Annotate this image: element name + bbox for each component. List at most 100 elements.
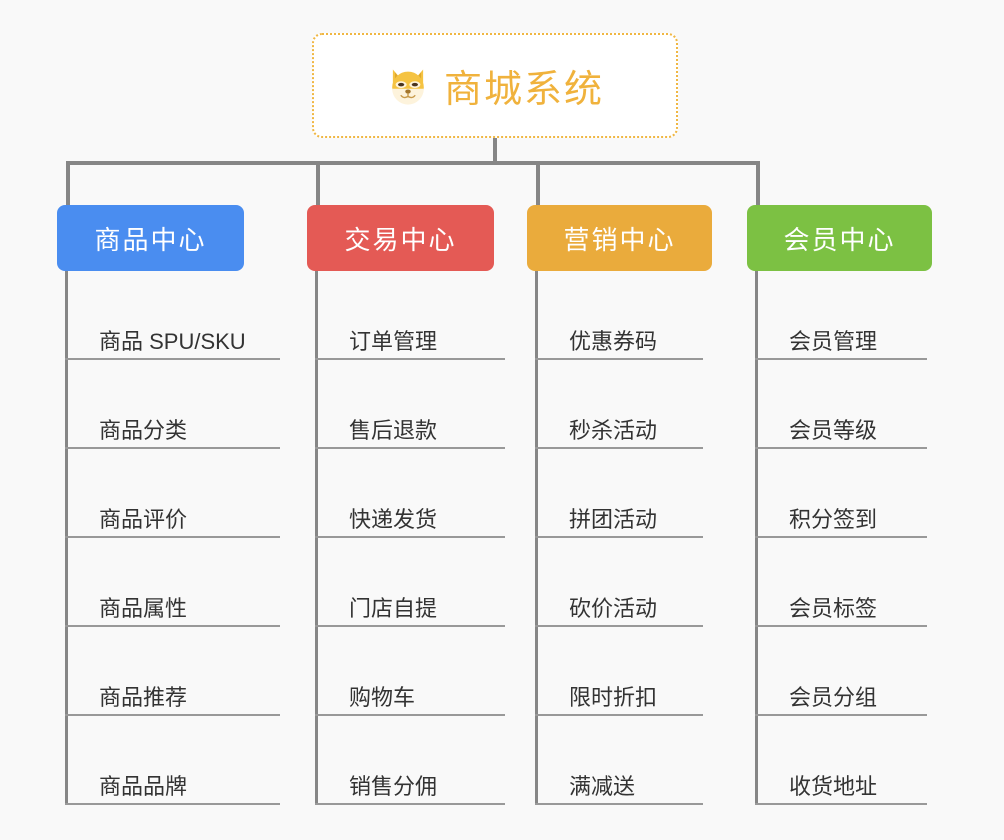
leaf-item[interactable]: 商品属性	[57, 538, 280, 627]
leaf-underline	[65, 803, 280, 805]
leaf-list-1: 商品 SPU/SKU 商品分类 商品评价 商品属性 商品推荐 商品品牌	[57, 271, 280, 805]
leaf-item[interactable]: 销售分佣	[307, 716, 505, 805]
leaf-item[interactable]: 秒杀活动	[527, 360, 712, 449]
leaf-spine-3	[535, 271, 538, 805]
leaf-underline	[755, 536, 927, 538]
leaf-label: 商品品牌	[99, 773, 188, 799]
root-node[interactable]: 商城系统	[312, 33, 678, 138]
leaf-underline	[755, 803, 927, 805]
dog-face-icon	[386, 64, 430, 108]
leaf-label: 门店自提	[349, 595, 438, 621]
leaf-label: 收货地址	[789, 773, 878, 799]
trunk-connector	[493, 138, 497, 164]
leaf-item[interactable]: 会员分组	[747, 627, 932, 716]
leaf-item[interactable]: 积分签到	[747, 449, 932, 538]
leaf-item[interactable]: 限时折扣	[527, 627, 712, 716]
branch-label-3: 营销中心	[563, 224, 676, 255]
leaf-underline	[535, 358, 703, 360]
leaf-label: 秒杀活动	[569, 417, 658, 443]
leaf-item[interactable]: 快递发货	[307, 449, 505, 538]
leaf-underline	[535, 803, 703, 805]
leaf-underline	[755, 625, 927, 627]
branch-header-3[interactable]: 营销中心	[527, 205, 712, 271]
leaf-list-2: 订单管理 售后退款 快递发货 门店自提 购物车 销售分佣	[307, 271, 505, 805]
leaf-label: 拼团活动	[569, 506, 658, 532]
leaf-item[interactable]: 商品品牌	[57, 716, 280, 805]
leaf-underline	[535, 714, 703, 716]
leaf-label: 售后退款	[349, 417, 438, 443]
leaf-underline	[755, 447, 927, 449]
drop-connector-2	[316, 161, 320, 205]
branch-header-1[interactable]: 商品中心	[57, 205, 244, 271]
leaf-underline	[315, 447, 505, 449]
leaf-item[interactable]: 商品推荐	[57, 627, 280, 716]
leaf-spine-1	[65, 271, 68, 805]
leaf-item[interactable]: 商品分类	[57, 360, 280, 449]
leaf-label: 快递发货	[349, 506, 438, 532]
leaf-label: 限时折扣	[569, 684, 658, 710]
branch-column-1: 商品中心 商品 SPU/SKU 商品分类 商品评价 商品属性 商品推荐	[57, 205, 280, 805]
leaf-underline	[535, 625, 703, 627]
leaf-spine-4	[755, 271, 758, 805]
leaf-label: 商品评价	[99, 506, 188, 532]
leaf-item[interactable]: 会员管理	[747, 271, 932, 360]
leaf-label: 订单管理	[349, 328, 438, 354]
leaf-label: 满减送	[569, 773, 636, 799]
leaf-underline	[535, 536, 703, 538]
leaf-item[interactable]: 购物车	[307, 627, 505, 716]
leaf-item[interactable]: 收货地址	[747, 716, 932, 805]
leaf-label: 积分签到	[789, 506, 878, 532]
leaf-item[interactable]: 砍价活动	[527, 538, 712, 627]
leaf-item[interactable]: 会员等级	[747, 360, 932, 449]
leaf-underline	[65, 536, 280, 538]
drop-connector-3	[536, 161, 540, 205]
leaf-label: 会员分组	[789, 684, 878, 710]
leaf-item[interactable]: 会员标签	[747, 538, 932, 627]
leaf-label: 会员等级	[789, 417, 878, 443]
leaf-underline	[65, 714, 280, 716]
leaf-label: 商品分类	[99, 417, 188, 443]
branch-header-2[interactable]: 交易中心	[307, 205, 494, 271]
branch-column-4: 会员中心 会员管理 会员等级 积分签到 会员标签 会员分组	[747, 205, 932, 805]
leaf-underline	[535, 447, 703, 449]
leaf-item[interactable]: 门店自提	[307, 538, 505, 627]
branch-header-4[interactable]: 会员中心	[747, 205, 932, 271]
leaf-item[interactable]: 售后退款	[307, 360, 505, 449]
bus-connector	[66, 161, 760, 165]
root-title: 商城系统	[443, 69, 604, 111]
drop-connector-4	[756, 161, 760, 205]
leaf-label: 商品属性	[99, 595, 188, 621]
branch-label-2: 交易中心	[344, 224, 457, 255]
leaf-underline	[755, 714, 927, 716]
leaf-underline	[65, 625, 280, 627]
leaf-underline	[315, 358, 505, 360]
branch-label-1: 商品中心	[94, 224, 207, 255]
leaf-underline	[315, 714, 505, 716]
leaf-underline	[755, 358, 927, 360]
leaf-label: 购物车	[349, 684, 416, 710]
leaf-item[interactable]: 拼团活动	[527, 449, 712, 538]
branch-column-3: 营销中心 优惠券码 秒杀活动 拼团活动 砍价活动 限时折扣	[527, 205, 712, 805]
branch-label-4: 会员中心	[783, 224, 896, 255]
leaf-label: 商品 SPU/SKU	[99, 328, 246, 354]
leaf-spine-2	[315, 271, 318, 805]
leaf-item[interactable]: 满减送	[527, 716, 712, 805]
leaf-underline	[315, 803, 505, 805]
leaf-item[interactable]: 订单管理	[307, 271, 505, 360]
leaf-underline	[315, 536, 505, 538]
leaf-item[interactable]: 优惠券码	[527, 271, 712, 360]
leaf-item[interactable]: 商品评价	[57, 449, 280, 538]
leaf-item[interactable]: 商品 SPU/SKU	[57, 271, 280, 360]
leaf-underline	[315, 625, 505, 627]
leaf-label: 商品推荐	[99, 684, 188, 710]
leaf-list-3: 优惠券码 秒杀活动 拼团活动 砍价活动 限时折扣 满减送	[527, 271, 712, 805]
leaf-underline	[65, 447, 280, 449]
leaf-label: 优惠券码	[569, 328, 658, 354]
leaf-underline	[65, 358, 280, 360]
leaf-label: 砍价活动	[569, 595, 658, 621]
leaf-label: 销售分佣	[349, 773, 438, 799]
leaf-list-4: 会员管理 会员等级 积分签到 会员标签 会员分组 收货地址	[747, 271, 932, 805]
branch-column-2: 交易中心 订单管理 售后退款 快递发货 门店自提 购物车	[307, 205, 505, 805]
drop-connector-1	[66, 161, 70, 205]
